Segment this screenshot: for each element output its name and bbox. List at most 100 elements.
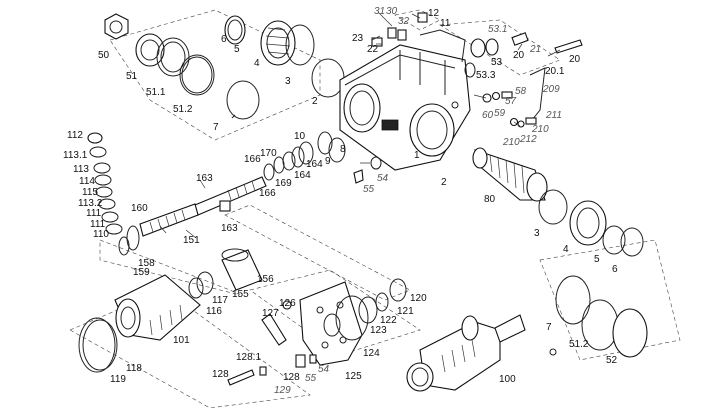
label-53: 53 — [491, 57, 503, 68]
label-52: 52 — [606, 355, 618, 366]
label-113-2: 113.2 — [78, 198, 103, 209]
label-54-bottom: 54 — [318, 364, 330, 375]
label-117: 117 — [212, 295, 228, 306]
bolts-bottom — [227, 300, 317, 386]
cover-plate — [299, 278, 407, 366]
label-122: 122 — [380, 315, 397, 326]
label-5-right: 5 — [594, 254, 600, 265]
label-55-bottom: 55 — [305, 373, 317, 384]
label-114: 114 — [79, 176, 95, 187]
label-3-top: 3 — [285, 76, 291, 87]
label-158: 158 — [138, 258, 155, 269]
label-6-right: 6 — [612, 264, 618, 275]
label-128-1: 128.1 — [236, 352, 261, 363]
label-5-top: 5 — [234, 44, 240, 55]
label-113: 113 — [73, 164, 89, 175]
label-32: 32 — [398, 16, 410, 27]
label-6-top: 6 — [221, 34, 227, 45]
piston — [78, 274, 201, 373]
label-21: 21 — [529, 44, 541, 55]
label-55-top: 55 — [363, 184, 375, 195]
label-7-top: 7 — [213, 122, 219, 133]
label-23: 23 — [352, 33, 364, 44]
label-53-1: 53.1 — [488, 24, 507, 35]
label-163-b: 163 — [221, 223, 238, 234]
label-30: 30 — [386, 6, 398, 17]
label-51-2-right: 51.2 — [569, 339, 589, 350]
label-126: 126 — [279, 298, 296, 309]
label-160: 160 — [131, 203, 148, 214]
label-112: 112 — [67, 130, 83, 141]
label-151: 151 — [183, 235, 200, 246]
label-163-a: 163 — [196, 173, 213, 184]
label-212: 212 — [519, 134, 537, 145]
worm-shaft — [118, 176, 267, 256]
stack-parts-left — [87, 132, 123, 235]
label-3-right: 3 — [534, 228, 540, 239]
label-7-right: 7 — [546, 322, 552, 333]
label-58: 58 — [515, 86, 527, 97]
label-20-1: 20.1 — [545, 66, 565, 77]
sleeve — [188, 248, 263, 299]
label-128-b: 128 — [283, 372, 300, 383]
label-59: 59 — [494, 108, 506, 119]
small-parts-top — [371, 12, 583, 128]
label-170: 170 — [260, 148, 277, 159]
label-101: 101 — [173, 335, 190, 346]
label-2-mid: 2 — [441, 177, 447, 188]
label-20-b: 20 — [569, 54, 581, 65]
label-128-a: 128 — [212, 369, 229, 380]
label-211: 211 — [545, 110, 562, 121]
label-164-b: 164 — [294, 170, 311, 181]
label-60: 60 — [482, 110, 494, 121]
label-115: 115 — [82, 187, 98, 198]
label-50: 50 — [98, 50, 110, 61]
label-100: 100 — [499, 374, 516, 385]
label-4-right: 4 — [563, 244, 569, 255]
label-166-b: 166 — [259, 188, 276, 199]
label-113-1: 113.1 — [63, 150, 88, 161]
label-51: 51 — [126, 71, 138, 82]
seal-rings-center — [263, 131, 382, 184]
label-51-2: 51.2 — [173, 104, 193, 115]
label-31: 31 — [374, 6, 385, 17]
label-119: 119 — [110, 374, 126, 385]
label-51-1: 51.1 — [146, 87, 166, 98]
label-164-a: 164 — [306, 159, 323, 170]
label-80: 80 — [484, 194, 496, 205]
input-shaft — [406, 314, 526, 392]
label-20-a: 20 — [513, 50, 525, 61]
label-125: 125 — [345, 371, 362, 382]
rings-top-left — [104, 13, 345, 120]
label-9: 9 — [325, 156, 331, 167]
label-159: 159 — [133, 267, 150, 278]
label-2-top: 2 — [312, 96, 318, 107]
label-120: 120 — [410, 293, 427, 304]
label-54-top: 54 — [377, 173, 389, 184]
part-labels: 50 51 51.1 51.2 7 6 5 4 3 2 31 30 32 12 … — [63, 6, 618, 396]
label-169: 169 — [275, 178, 292, 189]
label-110: 110 — [93, 229, 109, 240]
label-209: 209 — [542, 84, 560, 95]
label-4-top: 4 — [254, 58, 260, 69]
label-57: 57 — [505, 96, 517, 107]
label-111-a: 111 — [86, 208, 102, 219]
label-129: 129 — [274, 385, 291, 396]
main-housing — [339, 29, 471, 171]
rings-right — [538, 189, 648, 358]
label-53-3: 53.3 — [476, 70, 496, 81]
label-12: 12 — [428, 8, 440, 19]
leader-lines — [159, 11, 561, 239]
label-156: 156 — [257, 274, 274, 285]
label-210-a: 210 — [531, 124, 549, 135]
label-155: 155 — [232, 289, 249, 300]
label-111-b: 111 — [90, 219, 106, 230]
label-121: 121 — [397, 306, 414, 317]
label-123: 123 — [370, 325, 387, 336]
label-118: 118 — [126, 363, 142, 374]
label-166-a: 166 — [244, 154, 261, 165]
label-127: 127 — [262, 308, 279, 319]
label-22: 22 — [367, 44, 379, 55]
